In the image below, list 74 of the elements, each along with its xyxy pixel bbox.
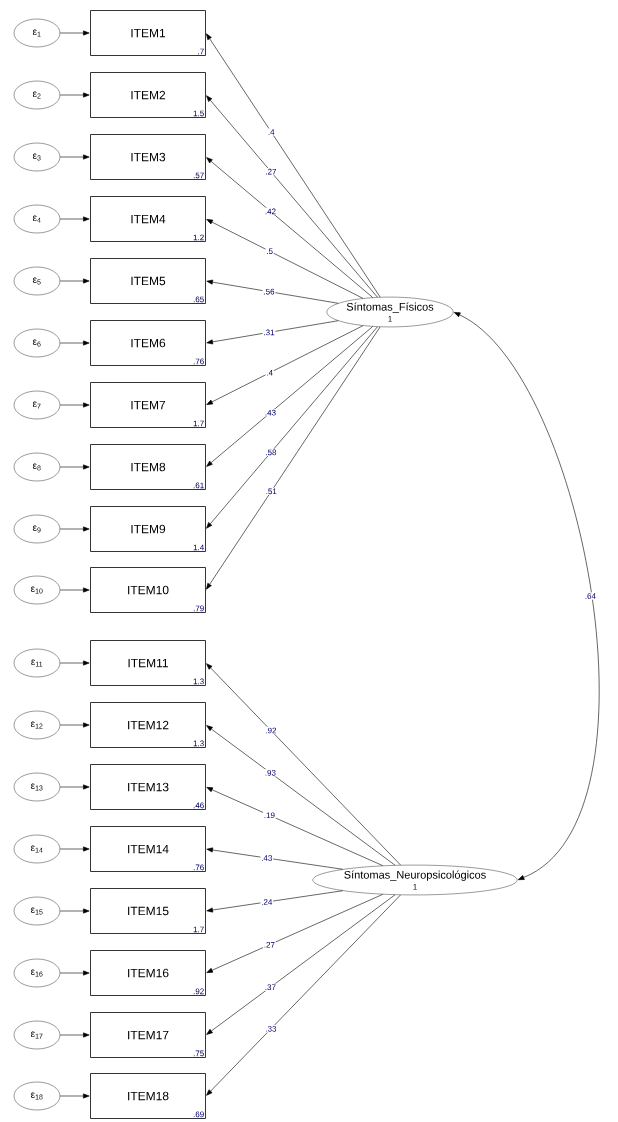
arrow bbox=[206, 325, 364, 405]
arrow bbox=[453, 312, 599, 880]
variable-box: ITEM11 1.3 bbox=[90, 640, 206, 686]
arrow bbox=[59, 784, 90, 790]
arrow bbox=[206, 787, 384, 866]
variable-box: ITEM3 .57 bbox=[90, 134, 206, 180]
arrow bbox=[59, 722, 90, 728]
edge-label: .4 bbox=[267, 128, 276, 136]
edge-label: .37 bbox=[264, 983, 277, 991]
edge-label: .5 bbox=[265, 247, 274, 255]
arrow bbox=[206, 279, 339, 304]
arrow bbox=[206, 157, 374, 298]
edge-label: .51 bbox=[264, 487, 278, 495]
variable-box: ITEM5 .65 bbox=[90, 258, 206, 304]
arrow bbox=[59, 970, 90, 976]
edge-label: .27 bbox=[264, 168, 278, 176]
variable-box: ITEM13 .46 bbox=[90, 764, 206, 810]
variable-box: ITEM10 .79 bbox=[90, 567, 206, 613]
arrow bbox=[59, 587, 90, 593]
edge-label: .24 bbox=[260, 898, 274, 906]
arrow bbox=[59, 154, 90, 160]
variable-box: ITEM9 1.4 bbox=[90, 506, 206, 552]
variable-box: ITEM1 .7 bbox=[90, 10, 206, 56]
arrow bbox=[59, 464, 90, 470]
arrow bbox=[206, 894, 401, 1096]
arrow bbox=[59, 340, 90, 346]
edge-label: .64 bbox=[584, 592, 597, 600]
arrow bbox=[206, 33, 381, 298]
arrow bbox=[206, 894, 384, 973]
edge-label: .43 bbox=[264, 409, 277, 417]
edge-label: .93 bbox=[264, 769, 277, 777]
edge-label: .92 bbox=[264, 726, 278, 735]
arrow bbox=[59, 908, 90, 914]
edge-label: .33 bbox=[264, 1025, 278, 1033]
variable-box: ITEM14 .76 bbox=[90, 826, 206, 872]
arrow bbox=[59, 846, 90, 852]
variable-box: ITEM12 1.3 bbox=[90, 702, 206, 748]
edge-label: .43 bbox=[260, 854, 274, 862]
arrow bbox=[206, 725, 396, 866]
edge-label: .56 bbox=[262, 288, 276, 296]
variable-box: ITEM6 .76 bbox=[90, 320, 206, 366]
arrow bbox=[59, 30, 90, 36]
edge-label: .27 bbox=[263, 941, 276, 949]
edge-label: .31 bbox=[262, 328, 276, 336]
variable-box: ITEM7 1.7 bbox=[90, 382, 206, 428]
variable-box: ITEM15 1.7 bbox=[90, 888, 206, 934]
arrow bbox=[59, 92, 90, 98]
arrow bbox=[206, 326, 374, 467]
arrow bbox=[206, 95, 378, 298]
arrow bbox=[206, 890, 344, 913]
variable-box: ITEM2 1.5 bbox=[90, 72, 206, 118]
variable-box: ITEM17 .75 bbox=[90, 1012, 206, 1058]
edge-label: .58 bbox=[264, 448, 278, 456]
arrow bbox=[206, 663, 401, 866]
arrow bbox=[206, 326, 381, 590]
arrow bbox=[206, 847, 344, 870]
arrow bbox=[59, 278, 90, 284]
variable-box: ITEM18 .69 bbox=[90, 1073, 206, 1119]
variable-box: ITEM4 1.2 bbox=[90, 196, 206, 242]
arrow bbox=[59, 402, 90, 408]
arrow bbox=[59, 1093, 90, 1099]
arrow bbox=[59, 216, 90, 222]
edge-label: .42 bbox=[264, 207, 277, 215]
edge-label: .19 bbox=[263, 811, 276, 819]
arrow bbox=[206, 894, 396, 1035]
variable-box: ITEM16 .92 bbox=[90, 950, 206, 996]
edge-label: .4 bbox=[265, 369, 274, 377]
arrow bbox=[206, 326, 378, 529]
arrow bbox=[206, 320, 339, 345]
arrow bbox=[59, 1032, 90, 1038]
variable-box: ITEM8 .61 bbox=[90, 444, 206, 490]
arrow bbox=[59, 526, 90, 532]
arrow bbox=[59, 660, 90, 666]
arrow bbox=[206, 219, 364, 299]
